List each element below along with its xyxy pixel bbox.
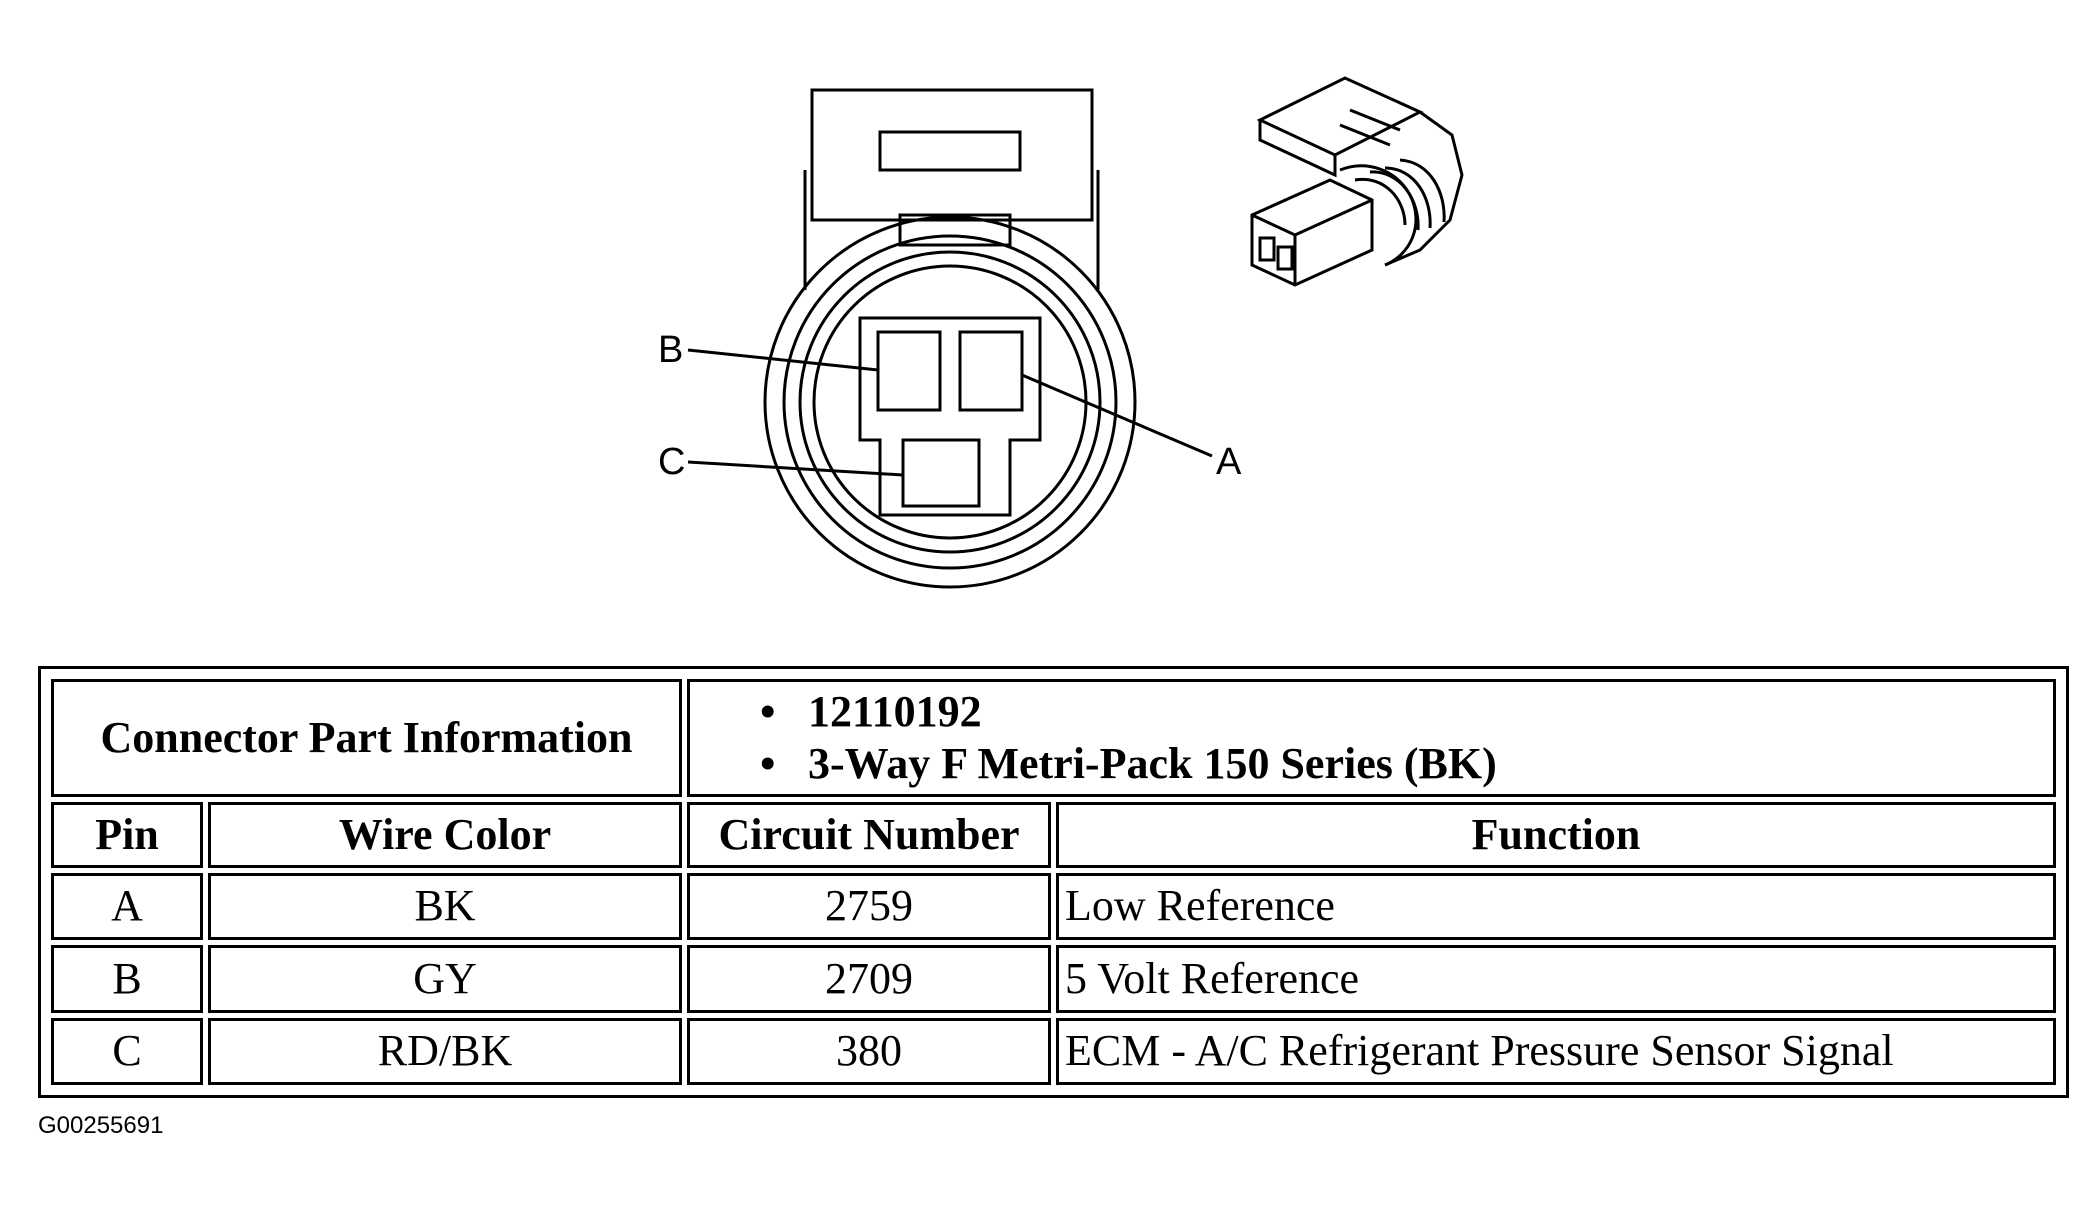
circuit-number-cell: 2759 xyxy=(687,872,1051,941)
part-description: 3-Way F Metri-Pack 150 Series (BK) xyxy=(760,738,2047,790)
connector-isometric-sketch xyxy=(1250,76,1464,287)
pin-a-terminal xyxy=(958,330,1024,412)
column-header-function: Function xyxy=(1056,802,2056,868)
pin-cell: B xyxy=(51,945,203,1013)
connector-ring-2 xyxy=(782,234,1118,570)
figure-id: G00255691 xyxy=(38,1112,164,1139)
table-row: B GY 2709 5 Volt Reference xyxy=(51,945,2056,1013)
connector-latch-housing xyxy=(810,88,1094,222)
wire-color-cell: BK xyxy=(208,872,682,941)
table-row: C RD/BK 380 ECM - A/C Refrigerant Pressu… xyxy=(51,1017,2056,1085)
wire-color-cell: GY xyxy=(208,945,682,1013)
leader-line-c xyxy=(687,460,904,477)
pin-cell: A xyxy=(51,872,203,941)
part-number: 12110192 xyxy=(760,686,2047,738)
pin-label-c: C xyxy=(658,441,685,483)
pin-label-a: A xyxy=(1216,441,1242,483)
pin-cell: C xyxy=(51,1017,203,1085)
pin-label-b: B xyxy=(658,329,683,371)
leader-line-a xyxy=(1021,373,1213,458)
part-info-row: Connector Part Information 12110192 3-Wa… xyxy=(51,679,2056,798)
column-header-circuit-number: Circuit Number xyxy=(687,802,1051,868)
connector-latch-window xyxy=(878,130,1022,172)
column-header-wire-color: Wire Color xyxy=(208,802,682,868)
connector-info-table: Connector Part Information 12110192 3-Wa… xyxy=(38,666,2069,1098)
connector-ring-3 xyxy=(798,250,1102,554)
connector-ring-4 xyxy=(812,264,1088,540)
leader-line-b xyxy=(687,348,879,372)
pin-cavity-outline xyxy=(858,316,1042,517)
function-cell: ECM - A/C Refrigerant Pressure Sensor Si… xyxy=(1056,1017,2056,1085)
part-info-list: 12110192 3-Way F Metri-Pack 150 Series (… xyxy=(760,686,2047,790)
column-header-row: Pin Wire Color Circuit Number Function xyxy=(51,802,2056,868)
table-row: A BK 2759 Low Reference xyxy=(51,872,2056,941)
wire-color-cell: RD/BK xyxy=(208,1017,682,1085)
function-cell: 5 Volt Reference xyxy=(1056,945,2056,1013)
part-info-label: Connector Part Information xyxy=(51,679,682,798)
part-info-value: 12110192 3-Way F Metri-Pack 150 Series (… xyxy=(687,679,2056,798)
column-header-pin: Pin xyxy=(51,802,203,868)
pin-c-terminal xyxy=(901,438,981,508)
pin-b-terminal xyxy=(876,330,942,412)
housing-tab xyxy=(898,213,1012,247)
circuit-number-cell: 2709 xyxy=(687,945,1051,1013)
function-cell: Low Reference xyxy=(1056,872,2056,941)
circuit-number-cell: 380 xyxy=(687,1017,1051,1085)
connector-outer-ring xyxy=(763,215,1137,589)
connector-diagram: B C A xyxy=(658,76,1464,589)
